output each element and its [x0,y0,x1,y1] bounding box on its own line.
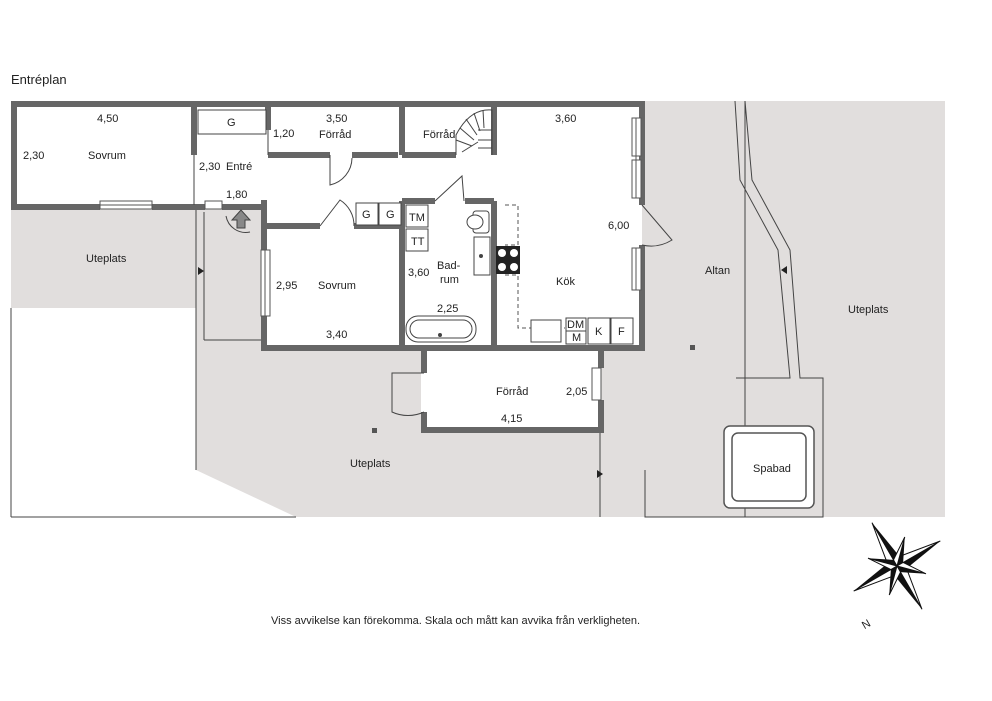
outdoor-areas [11,101,945,517]
forrad1-depth: 1,20 [273,128,294,140]
staircase [455,109,493,155]
forrad2-name: Förråd [423,129,455,141]
kok-width: 3,60 [555,113,576,125]
sovrum2-depth: 2,95 [276,280,297,292]
room-labels: 4,50 2,30 Sovrum G 2,30 Entré 1,80 3,50 … [23,113,889,475]
spabad-name: Spabad [753,463,791,475]
k-label: K [595,326,603,338]
uteplats-south-area [196,348,600,517]
altan-name: Altan [705,265,730,277]
plan-title: Entréplan [11,72,67,87]
sovrum1-name: Sovrum [88,150,126,162]
sovrum2-width: 3,40 [326,329,347,341]
tt-label: TT [411,236,425,248]
kok-name: Kök [556,276,575,288]
uteplats-west-name: Uteplats [86,253,127,265]
entre-depth: 2,30 [199,161,220,173]
forrad3-depth: 2,05 [566,386,587,398]
sovrum1-depth: 2,30 [23,150,44,162]
compass-north-label: N [860,618,873,632]
entrance-arrow [230,209,252,229]
entre-wardrobe [197,109,267,135]
walls [11,101,645,433]
outdoor-outlines [10,100,824,518]
wardrobe-1-label: G [362,209,371,221]
terrace-door-markers [198,266,787,478]
f-label: F [618,326,625,338]
bathroom-fixtures [405,210,491,343]
kok-depth: 6,00 [608,220,629,232]
wardrobe-2-label: G [386,209,395,221]
disclaimer-text: Viss avvikelse kan förekomma. Skala och … [271,615,641,627]
tm-label: TM [409,212,425,224]
dm-label: DM [567,319,584,331]
badrum-name-line1: Bad- [437,260,461,272]
m-label: M [572,332,581,344]
forrad3-name: Förråd [496,386,528,398]
spabad-inner [731,432,807,502]
kitchen-fixtures [496,204,634,345]
uteplats-west-area [11,207,196,308]
uteplats-east-name: Uteplats [848,304,889,316]
badrum-width: 2,25 [437,303,458,315]
laundry-machines [405,204,429,252]
bedroom-wardrobes [355,202,402,226]
entre-name: Entré [226,161,252,173]
sovrum1-width: 4,50 [97,113,118,125]
altan-area [600,101,745,517]
doors [193,130,673,416]
uteplats-east-area [745,101,945,517]
entre-width: 1,80 [226,189,247,201]
uteplats-south-name: Uteplats [350,458,391,470]
compass-rose [853,522,941,610]
sovrum2-name: Sovrum [318,280,356,292]
forrad3-width: 4,15 [501,413,522,425]
windows [99,117,642,401]
badrum-depth: 3,60 [408,267,429,279]
entre-wardrobe-label: G [227,117,236,129]
badrum-name-line2: rum [440,274,459,286]
forrad1-name: Förråd [319,129,351,141]
forrad1-width: 3,50 [326,113,347,125]
entre-step-area [196,207,261,348]
